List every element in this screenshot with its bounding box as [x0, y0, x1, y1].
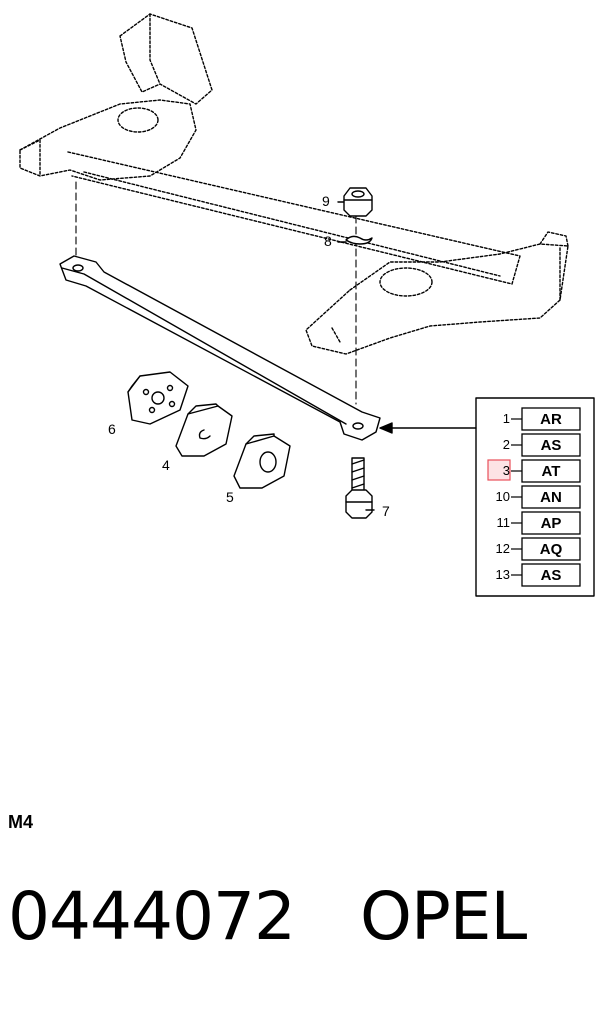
- code-box: [521, 459, 581, 483]
- index-code: AR: [540, 411, 562, 428]
- index-number: 10: [496, 489, 510, 504]
- index-code: AS: [541, 437, 562, 454]
- subframe-crossmember: [19, 13, 569, 355]
- index-row[interactable]: 1 AR: [503, 407, 581, 431]
- model-label: M4: [8, 812, 34, 832]
- index-row[interactable]: 13 AS: [496, 563, 581, 587]
- callout-4: 4: [162, 457, 170, 473]
- index-row[interactable]: 3 AT: [487, 459, 581, 483]
- bolt-7: [345, 457, 373, 519]
- callout-9: 9: [322, 193, 330, 209]
- index-number: 3: [503, 463, 510, 478]
- washer-8: [345, 235, 373, 245]
- index-row[interactable]: 2 AS: [503, 433, 581, 457]
- code-box: [521, 511, 581, 535]
- code-box: [521, 407, 581, 431]
- index-number: 13: [496, 567, 510, 582]
- index-code: AT: [542, 463, 561, 480]
- bushing-6: [127, 371, 189, 425]
- part-number: 0444072: [8, 878, 296, 955]
- stud-centerlines: [75, 181, 357, 405]
- index-row[interactable]: 10 AN: [496, 485, 581, 509]
- callout-6: 6: [108, 421, 116, 437]
- index-code: AQ: [540, 541, 563, 558]
- code-box: [521, 537, 581, 561]
- index-code: AN: [540, 489, 562, 506]
- index-code: AP: [541, 515, 562, 532]
- bushing-5: [233, 433, 291, 489]
- index-number: 12: [496, 541, 510, 556]
- index-code: AS: [541, 567, 562, 584]
- index-row[interactable]: 12 AQ: [496, 537, 581, 561]
- index-row[interactable]: 11 AP: [497, 511, 581, 535]
- code-box: [521, 433, 581, 457]
- bushing-4: [175, 403, 233, 457]
- callout-5: 5: [226, 489, 234, 505]
- index-number: 1: [503, 411, 510, 426]
- nut-9: [343, 187, 373, 217]
- callout-8: 8: [324, 233, 332, 249]
- brand-name: OPEL: [360, 878, 527, 955]
- index-number: 2: [503, 437, 510, 452]
- index-table-frame: [475, 397, 595, 597]
- tie-bar: [59, 255, 381, 441]
- highlight-marker: [487, 459, 511, 481]
- index-number: 11: [497, 515, 511, 530]
- code-box: [521, 485, 581, 509]
- code-box: [521, 563, 581, 587]
- callout-7: 7: [382, 503, 390, 519]
